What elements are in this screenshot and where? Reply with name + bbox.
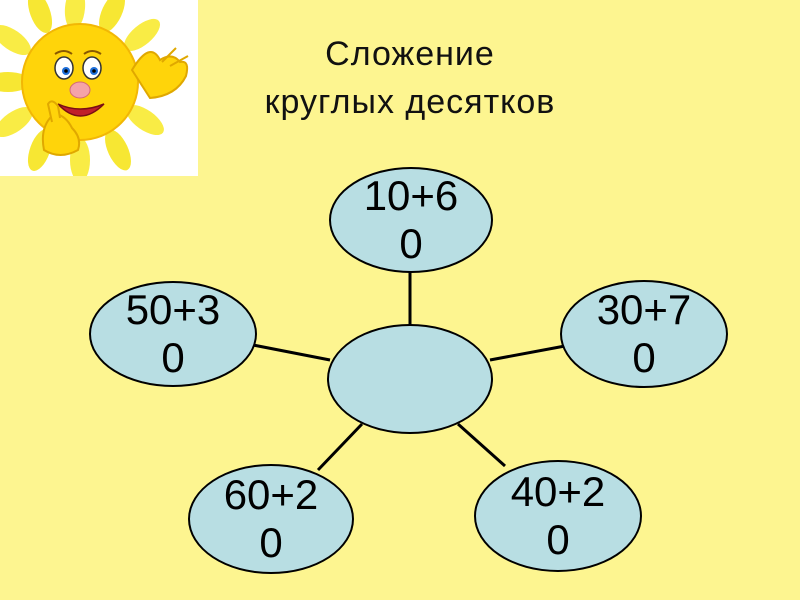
connector-left [252,343,331,362]
connector-bottom-left [316,422,364,472]
node-top: 10+6 0 [329,167,493,273]
node-bottom-right-line-2: 0 [546,516,570,563]
sun-mascot-panel [0,0,198,182]
title-line-2: круглых десятков [264,83,556,121]
node-left-line-2: 0 [161,334,185,381]
connector-right [489,344,566,362]
node-top-line-1: 10+6 [363,172,459,219]
connector-bottom-right [457,422,506,468]
node-right-line-2: 0 [632,334,656,381]
node-top-line-2: 0 [399,220,423,267]
node-right: 30+7 0 [560,280,728,388]
node-left: 50+3 0 [89,281,257,387]
sun-mouth [57,103,105,117]
node-bottom-right-line-1: 40+2 [510,468,606,515]
node-bottom-right: 40+2 0 [474,460,642,572]
node-right-line-1: 30+7 [596,286,692,333]
slide-title: Сложение круглых десятков [200,30,620,126]
sun-hand-left [41,112,81,156]
node-bottom-left-line-2: 0 [259,519,283,566]
node-bottom-left-line-1: 60+2 [223,471,319,518]
node-bottom-left: 60+2 0 [188,464,354,574]
center-node [327,324,493,434]
title-line-1: Сложение [325,35,495,73]
node-left-line-1: 50+3 [125,286,221,333]
sun-mascot-icon [0,0,189,182]
